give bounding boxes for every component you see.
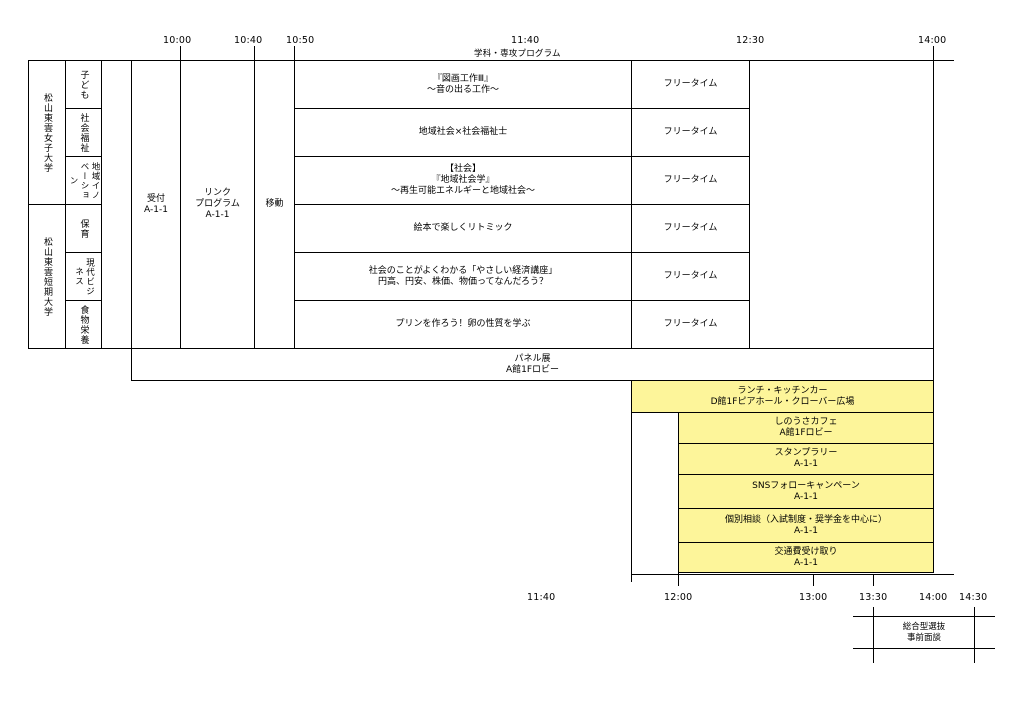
row-line <box>65 300 101 301</box>
program-header-label: 学科・専攻プログラム <box>474 49 561 59</box>
timeline-left-line <box>631 412 632 582</box>
row-line <box>294 252 749 253</box>
panel-bottom-line <box>131 380 633 381</box>
program-row-3: 【社会】 『地域社会学』 ～再生可能エネルギーと地域社会～ <box>390 164 535 196</box>
dept-kodomo: 子ども <box>78 69 89 100</box>
tick <box>254 46 255 60</box>
program-row-6: プリンを作ろう！卵の性質を学ぶ <box>395 319 531 329</box>
bottom-time-1300: 13:00 <box>799 592 828 603</box>
dept-chiiki-innovation: 地域イノベーション <box>68 161 100 200</box>
free-time-6: フリータイム <box>663 319 718 329</box>
free-time-3: フリータイム <box>663 175 718 185</box>
free-time-5: フリータイム <box>663 271 718 281</box>
tick <box>294 46 295 60</box>
bottom-time-1430: 14:30 <box>959 592 988 603</box>
tick <box>813 574 814 586</box>
stamp-rally-box <box>678 443 934 475</box>
interview-bottom-line <box>853 648 995 649</box>
bottom-time-1400: 14:00 <box>919 592 948 603</box>
grid-divider <box>180 60 181 348</box>
row-line <box>294 108 749 109</box>
tick <box>678 573 679 586</box>
time-label-1040: 10:40 <box>234 35 263 46</box>
comprehensive-selection-interview: 総合型選抜 事前面談 <box>902 621 946 643</box>
row-line <box>65 252 101 253</box>
grid-divider <box>101 60 102 348</box>
consultation-box <box>678 508 934 543</box>
grid-divider <box>254 60 255 348</box>
cafe-box <box>678 412 934 444</box>
row-line <box>294 300 749 301</box>
sns-follow-campaign: SNSフォローキャンペーン A-1-1 <box>752 480 860 502</box>
program-row-2: 地域社会×社会福祉士 <box>418 127 508 137</box>
time-label-1400: 14:00 <box>918 35 947 46</box>
free-time-1: フリータイム <box>663 79 718 89</box>
move-cell: 移動 <box>265 199 284 209</box>
lunch-kitchen-car: ランチ・キッチンカー D館1Fピアホール・クローバー広場 <box>710 385 855 407</box>
university-separator <box>28 204 101 205</box>
free-time-4: フリータイム <box>663 223 718 233</box>
interview-left-line <box>873 607 874 663</box>
top-border <box>28 60 954 61</box>
time-label-1230: 12:30 <box>736 35 765 46</box>
program-row-4: 絵本で楽しくリトミック <box>413 223 513 233</box>
interview-top-line <box>853 616 995 617</box>
link-program-cell: リンク プログラム A-1-1 <box>195 188 240 220</box>
bottom-axis-line <box>631 574 954 575</box>
tick <box>933 46 934 60</box>
row-line <box>294 156 749 157</box>
individual-consultation: 個別相談（入試制度・奨学金を中心に） A-1-1 <box>724 514 887 536</box>
tick <box>180 46 181 60</box>
panel-exhibition: パネル展 A館1Fロビー <box>505 353 560 375</box>
row-line <box>65 156 101 157</box>
stamp-rally: スタンプラリー A-1-1 <box>774 448 838 469</box>
transport-fee-box <box>678 542 934 573</box>
row-line <box>294 204 749 205</box>
shinousa-cafe: しのうさカフェ A館1Fロビー <box>774 417 838 438</box>
grid-right-border <box>933 60 934 570</box>
program-row-1: 『図画工作Ⅲ』 ～音の出る工作～ <box>426 73 499 95</box>
grid-bottom-border <box>28 348 934 349</box>
tick <box>873 574 874 586</box>
row-line <box>65 108 101 109</box>
reception-cell: 受付 A-1-1 <box>144 193 168 215</box>
dept-shakai-fukushi: 社会福祉 <box>78 112 89 153</box>
university-junior: 松山東雲短期大学 <box>42 236 52 317</box>
time-label-1050: 10:50 <box>286 35 315 46</box>
program-row-5: 社会のことがよくわかる「やさしい経済講座」 円高、円安、株価、物価ってなんだろう… <box>368 265 558 287</box>
grid-divider <box>131 60 132 380</box>
transport-fee: 交通費受け取り A-1-1 <box>774 546 838 568</box>
university-womens: 松山東雲女子大学 <box>42 92 52 173</box>
grid-divider <box>749 60 750 348</box>
bottom-time-1140: 11:40 <box>527 592 556 603</box>
lunch-kitchen-car-box <box>631 380 934 413</box>
time-label-1140: 11:40 <box>511 35 540 46</box>
bottom-time-1330: 13:30 <box>859 592 888 603</box>
dept-hoiku: 保育 <box>78 218 89 239</box>
bottom-time-1200: 12:00 <box>664 592 693 603</box>
dept-shokumotsu-eiyo: 食物栄養 <box>78 304 89 345</box>
dept-gendai-business: 現代ビジネス <box>73 257 95 296</box>
time-label-1000: 10:00 <box>163 35 192 46</box>
interview-right-line <box>974 607 975 663</box>
free-time-2: フリータイム <box>663 127 718 137</box>
